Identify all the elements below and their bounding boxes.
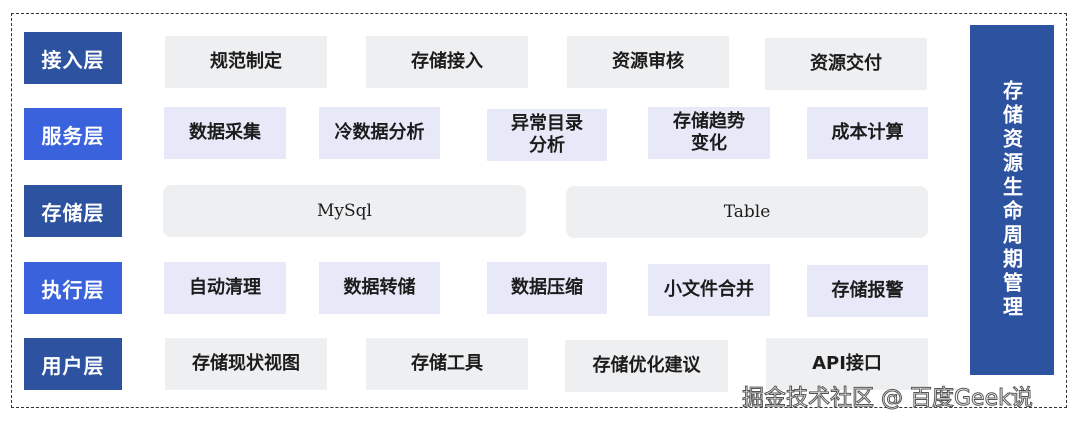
execution-item: 自动清理 [164,262,286,314]
execution-item: 数据压缩 [487,262,607,314]
service-item: 存储趋势 变化 [648,107,770,159]
lifecycle-sidebar: 存储资源生命周期管理 [970,25,1054,375]
access-item: 存储接入 [366,36,528,88]
layer-user: 用户层 [24,338,122,390]
user-item: 存储优化建议 [565,340,728,392]
user-item: 存储现状视图 [165,338,327,390]
storage-table: Table [566,186,928,238]
layer-storage: 存储层 [24,185,122,237]
service-item: 异常目录 分析 [487,109,607,161]
watermark: 掘金技术社区 @ 百度Geek说 [742,386,1034,412]
execution-item: 小文件合并 [648,264,770,316]
service-item: 数据采集 [164,107,286,159]
user-item: API接口 [766,338,928,390]
access-item: 规范制定 [165,36,327,88]
service-item: 冷数据分析 [319,107,440,159]
execution-item: 存储报警 [807,265,928,317]
access-item: 资源审核 [567,36,729,88]
execution-item: 数据转储 [319,262,440,314]
storage-mysql: MySql [163,185,526,237]
user-item: 存储工具 [366,338,528,390]
access-item: 资源交付 [765,38,927,90]
service-item: 成本计算 [807,107,928,159]
layer-execution: 执行层 [24,262,122,314]
layer-access: 接入层 [24,32,122,84]
layer-service: 服务层 [24,108,122,160]
diagram-frame [11,13,1067,408]
